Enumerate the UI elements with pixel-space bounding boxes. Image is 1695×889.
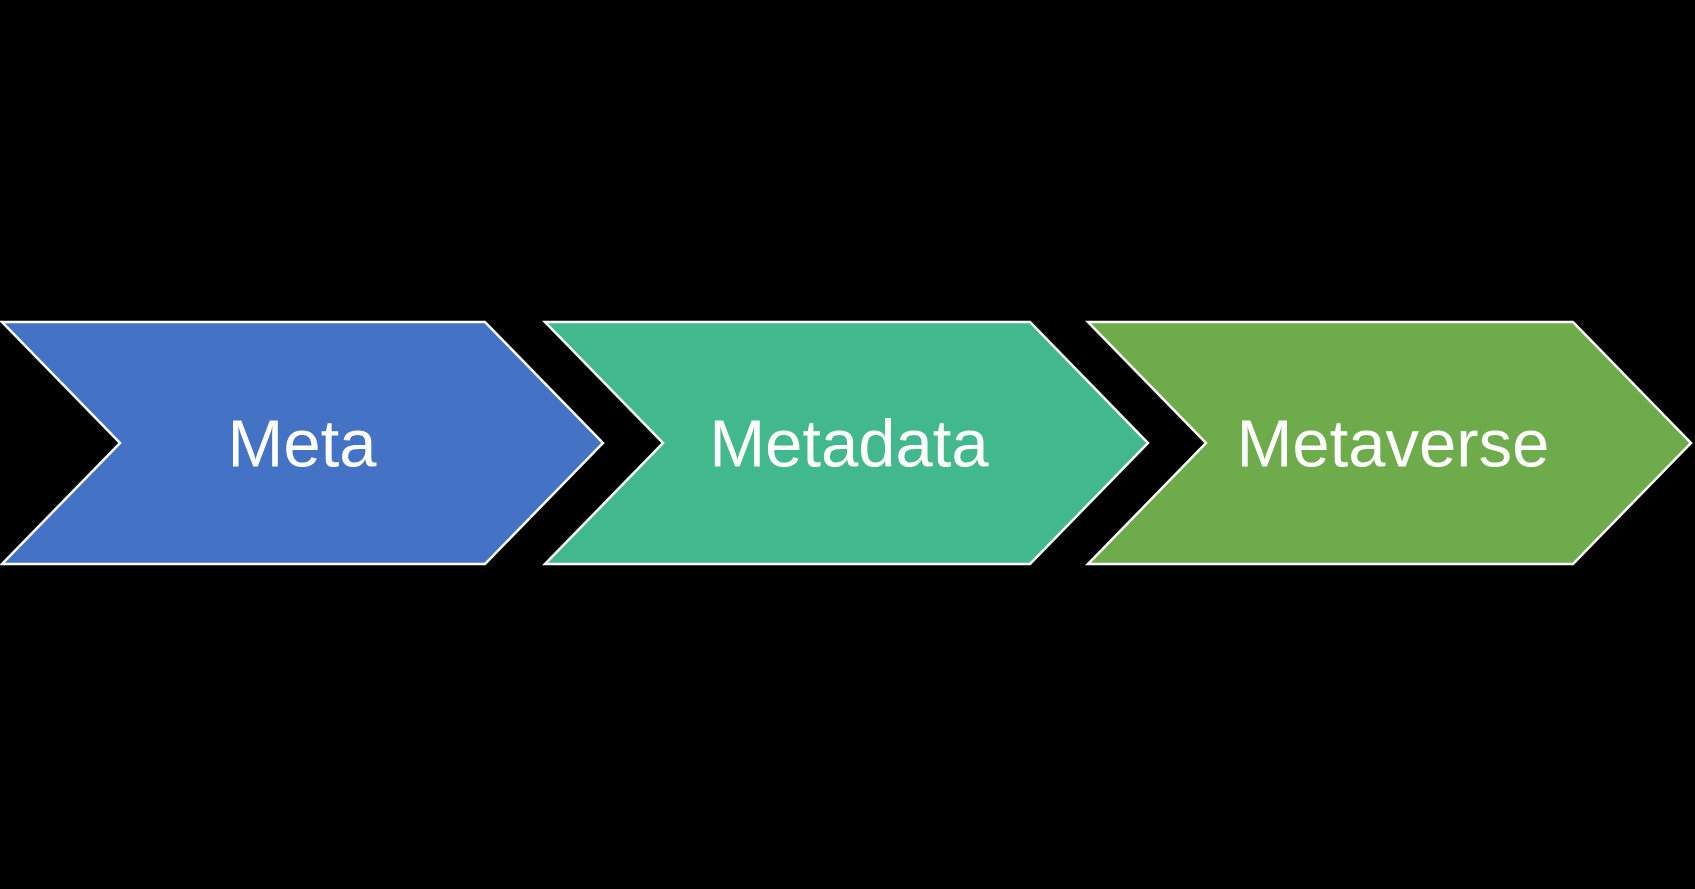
chevron-shape-meta — [0, 320, 605, 566]
chevron-step-metadata: Metadata — [542, 320, 1150, 566]
chevron-shape-metadata — [542, 320, 1150, 566]
chevron-label-metaverse: Metaverse — [1237, 406, 1550, 481]
chevron-step-metaverse: Metaverse — [1085, 320, 1693, 566]
chevron-label-metadata: Metadata — [709, 406, 989, 481]
chevron-step-meta: Meta — [0, 320, 605, 566]
chevron-shape-metaverse — [1085, 320, 1693, 566]
chevron-label-meta: Meta — [228, 406, 378, 481]
